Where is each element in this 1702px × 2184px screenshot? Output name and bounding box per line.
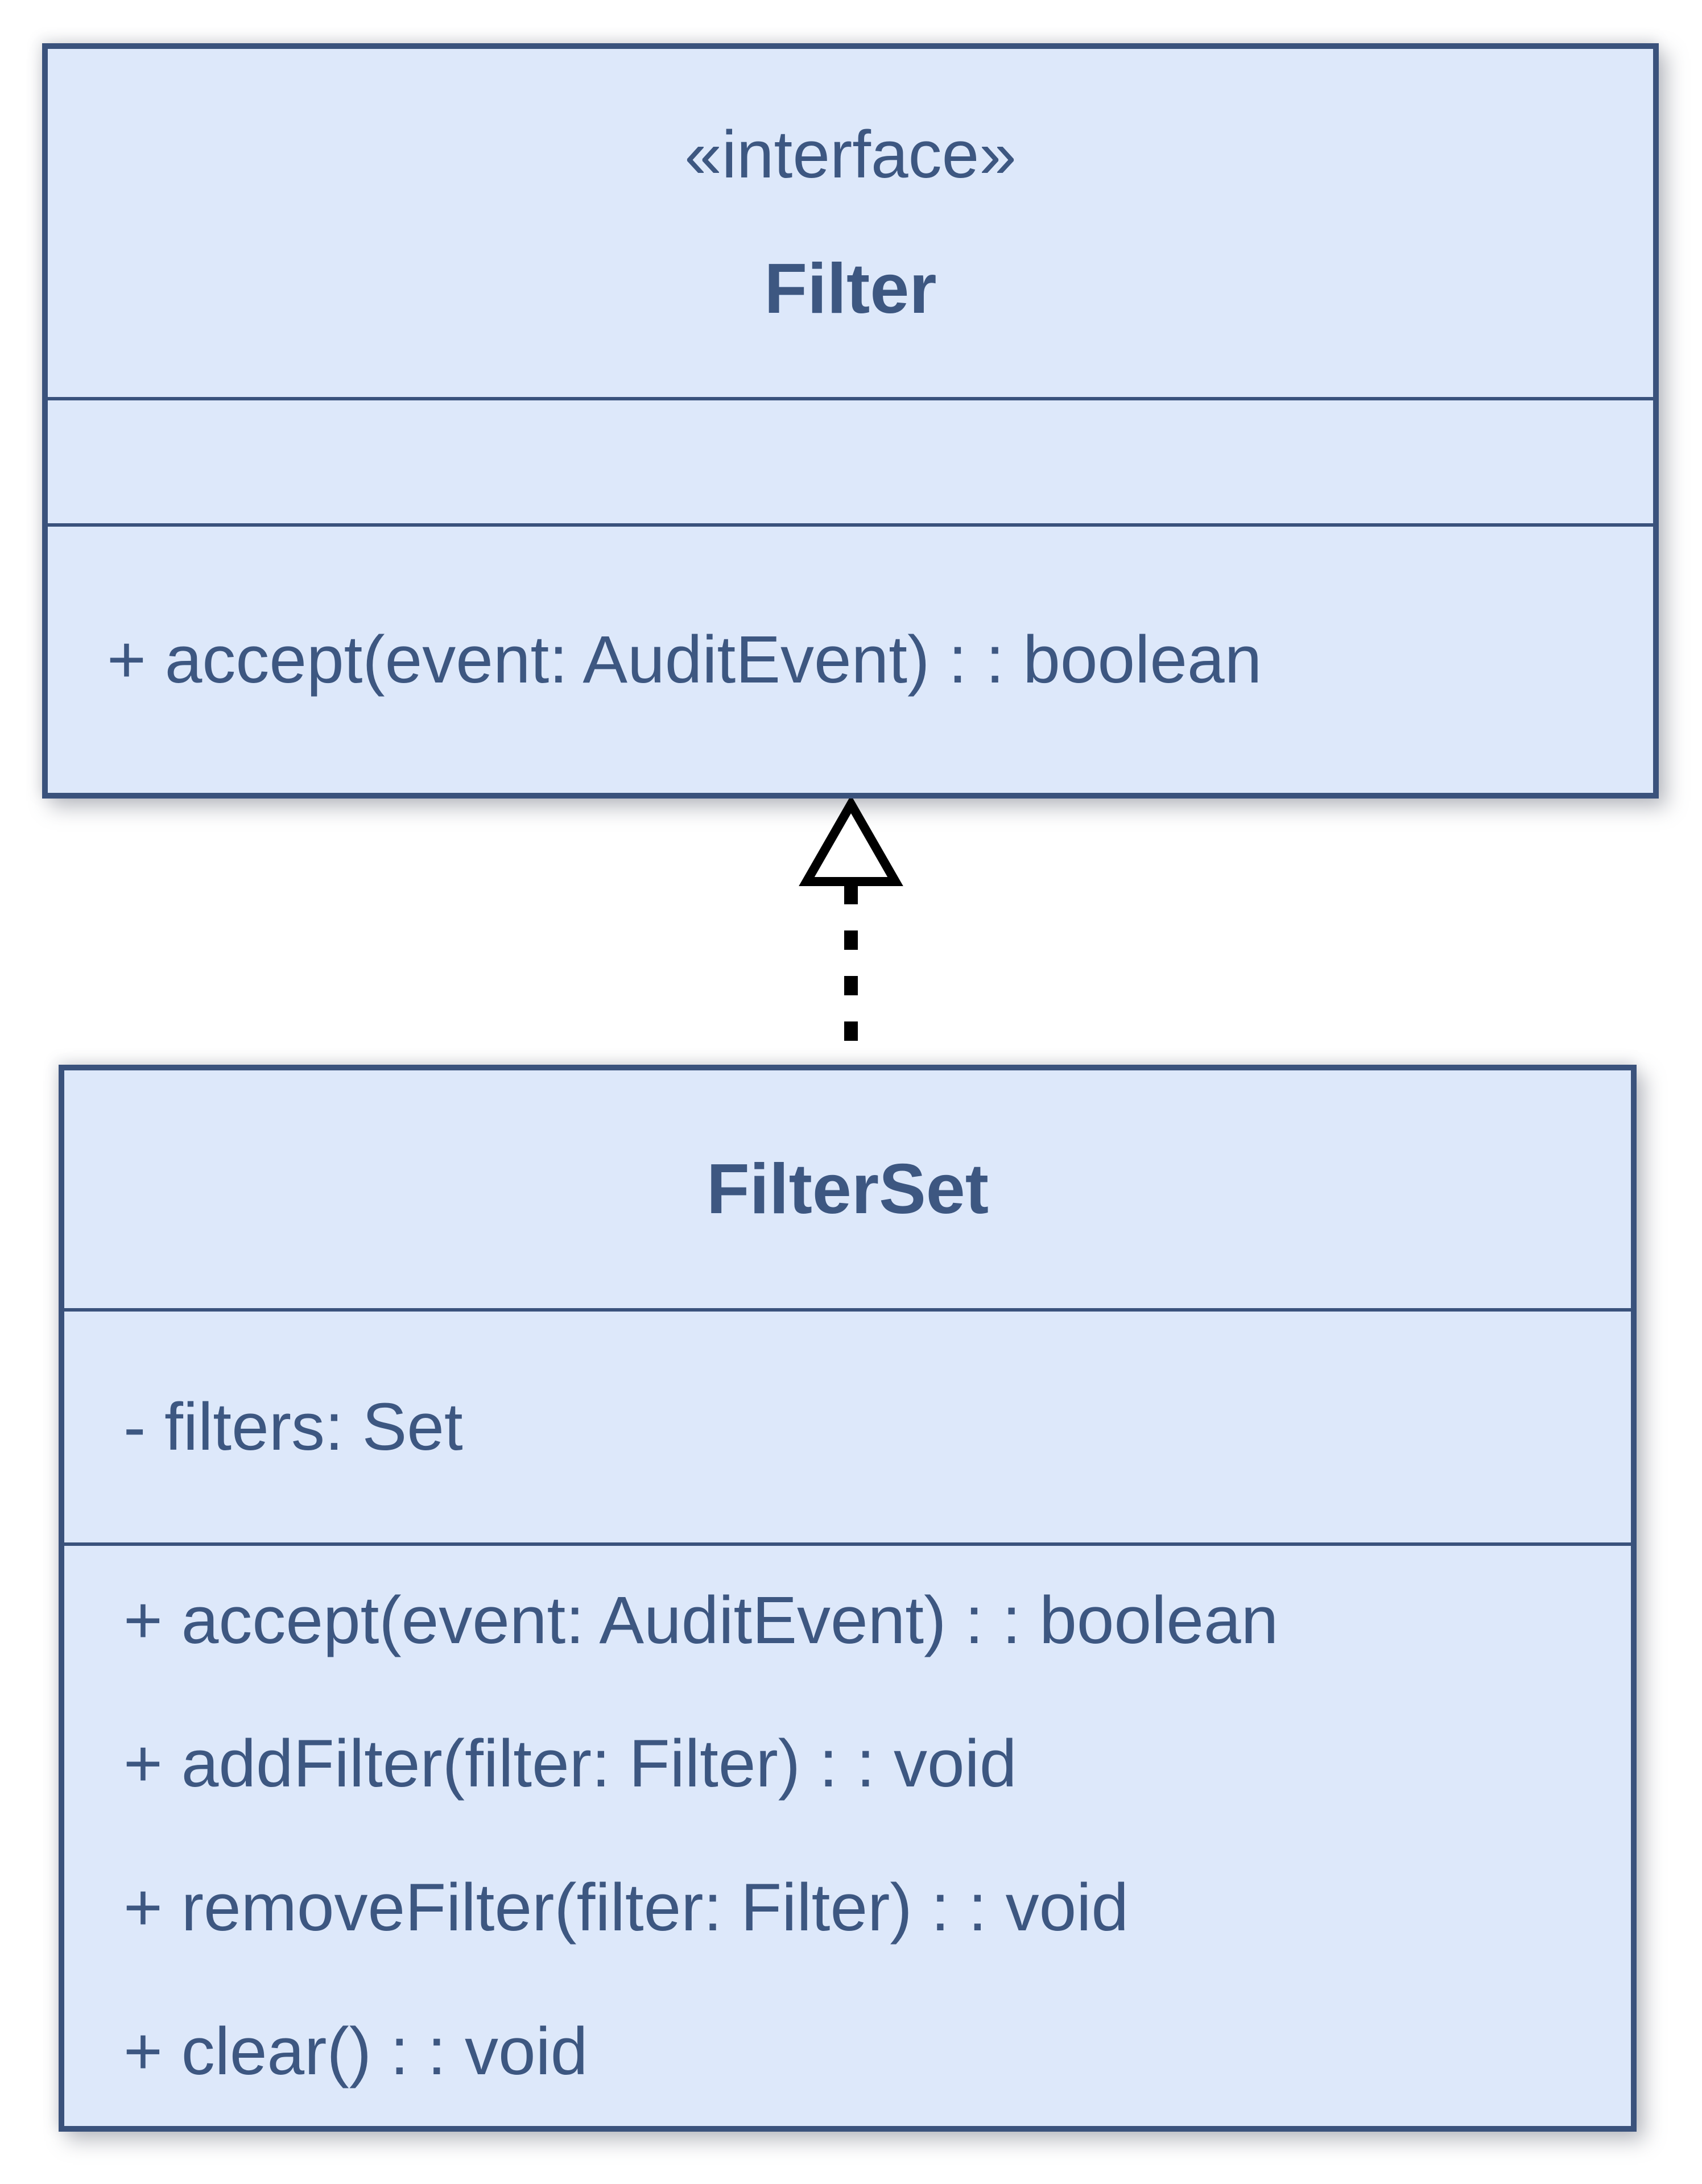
class-box-filterset: FilterSet - filters: Set + accept(event:… xyxy=(59,1065,1637,2132)
class-box-filter: «interface» Filter + accept(event: Audit… xyxy=(42,43,1659,799)
method-line: + clear() : : void xyxy=(123,2013,588,2089)
filterset-class-name: FilterSet xyxy=(706,1149,989,1228)
hollow-triangle-arrowhead-icon xyxy=(799,799,903,886)
filter-class-name: Filter xyxy=(764,249,937,328)
filter-method-list: + accept(event: AuditEvent) : : boolean xyxy=(48,527,1653,793)
filter-methods-compartment: + accept(event: AuditEvent) : : boolean xyxy=(48,527,1653,793)
filter-stereotype-label: «interface» xyxy=(684,117,1017,192)
method-line: + accept(event: AuditEvent) : : boolean xyxy=(107,622,1262,697)
filterset-title-compartment: FilterSet xyxy=(64,1070,1631,1312)
realization-arrow xyxy=(799,799,903,1062)
method-line: + addFilter(filter: Filter) : : void xyxy=(123,1726,1017,1802)
filterset-attribute-list: - filters: Set xyxy=(64,1312,1631,1542)
filterset-attributes-compartment: - filters: Set xyxy=(64,1312,1631,1546)
filterset-methods-compartment: + accept(event: AuditEvent) : : boolean +… xyxy=(64,1546,1631,2126)
filterset-method-list: + accept(event: AuditEvent) : : boolean +… xyxy=(64,1546,1631,2126)
method-line: + accept(event: AuditEvent) : : boolean xyxy=(123,1582,1279,1658)
method-line: + removeFilter(filter: Filter) : : void xyxy=(123,1870,1129,1945)
filter-title-compartment: «interface» Filter xyxy=(48,49,1653,400)
filter-attributes-compartment xyxy=(48,400,1653,527)
filter-attribute-list xyxy=(48,400,1653,523)
attribute-line: - filters: Set xyxy=(123,1389,463,1465)
